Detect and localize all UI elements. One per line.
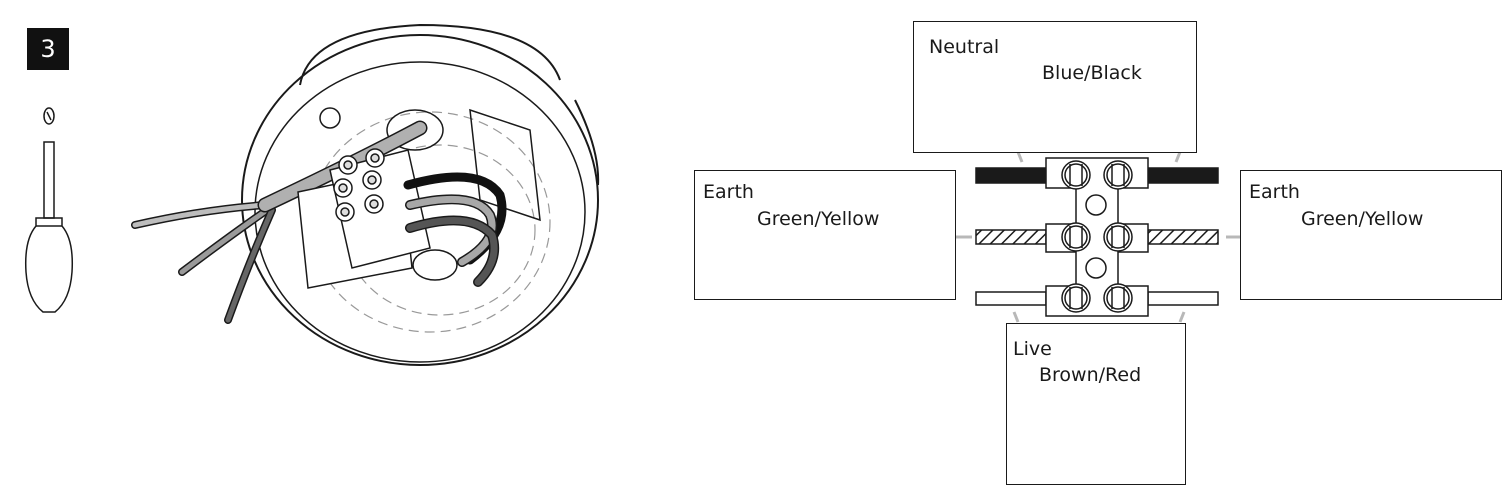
step-number: 3 bbox=[40, 35, 56, 63]
neutral-title: Neutral bbox=[929, 36, 1000, 58]
terminal-wire-loops bbox=[403, 172, 507, 287]
earth-left-colour: Green/Yellow bbox=[757, 208, 880, 230]
neutral-colour: Blue/Black bbox=[1042, 62, 1142, 84]
screw-icon bbox=[1103, 222, 1133, 252]
earth-left-label-box: Earth Green/Yellow bbox=[694, 170, 956, 300]
live-wire-right bbox=[1147, 291, 1219, 306]
earth-right-label-box: Earth Green/Yellow bbox=[1240, 170, 1502, 300]
screw-icon bbox=[1061, 160, 1091, 190]
live-colour: Brown/Red bbox=[1039, 364, 1142, 386]
live-wire-left bbox=[975, 291, 1047, 306]
earth-wire-left bbox=[975, 229, 1047, 245]
screwdriver-icon bbox=[24, 107, 74, 313]
earth-right-colour: Green/Yellow bbox=[1301, 208, 1424, 230]
live-label-box: Live Brown/Red bbox=[1006, 323, 1186, 485]
earth-wire-right bbox=[1147, 229, 1219, 245]
earth-left-title: Earth bbox=[703, 181, 754, 203]
terminal-screws bbox=[1061, 160, 1133, 313]
live-title: Live bbox=[1013, 338, 1052, 360]
ceiling-rose bbox=[241, 23, 600, 366]
neutral-wire-left bbox=[975, 167, 1047, 184]
neutral-label-box: Neutral Blue/Black bbox=[913, 21, 1197, 153]
connector-wires bbox=[975, 167, 1219, 306]
connector-strip bbox=[1045, 157, 1149, 317]
screw-head-icon bbox=[43, 107, 55, 125]
neutral-wire-right bbox=[1147, 167, 1219, 184]
screw-icon bbox=[1061, 283, 1091, 313]
earth-right-title: Earth bbox=[1249, 181, 1300, 203]
rose-terminal-block bbox=[297, 148, 431, 289]
step-number-badge: 3 bbox=[27, 28, 69, 70]
screw-icon bbox=[1103, 283, 1133, 313]
screw-icon bbox=[1061, 222, 1091, 252]
screw-icon bbox=[1103, 160, 1133, 190]
